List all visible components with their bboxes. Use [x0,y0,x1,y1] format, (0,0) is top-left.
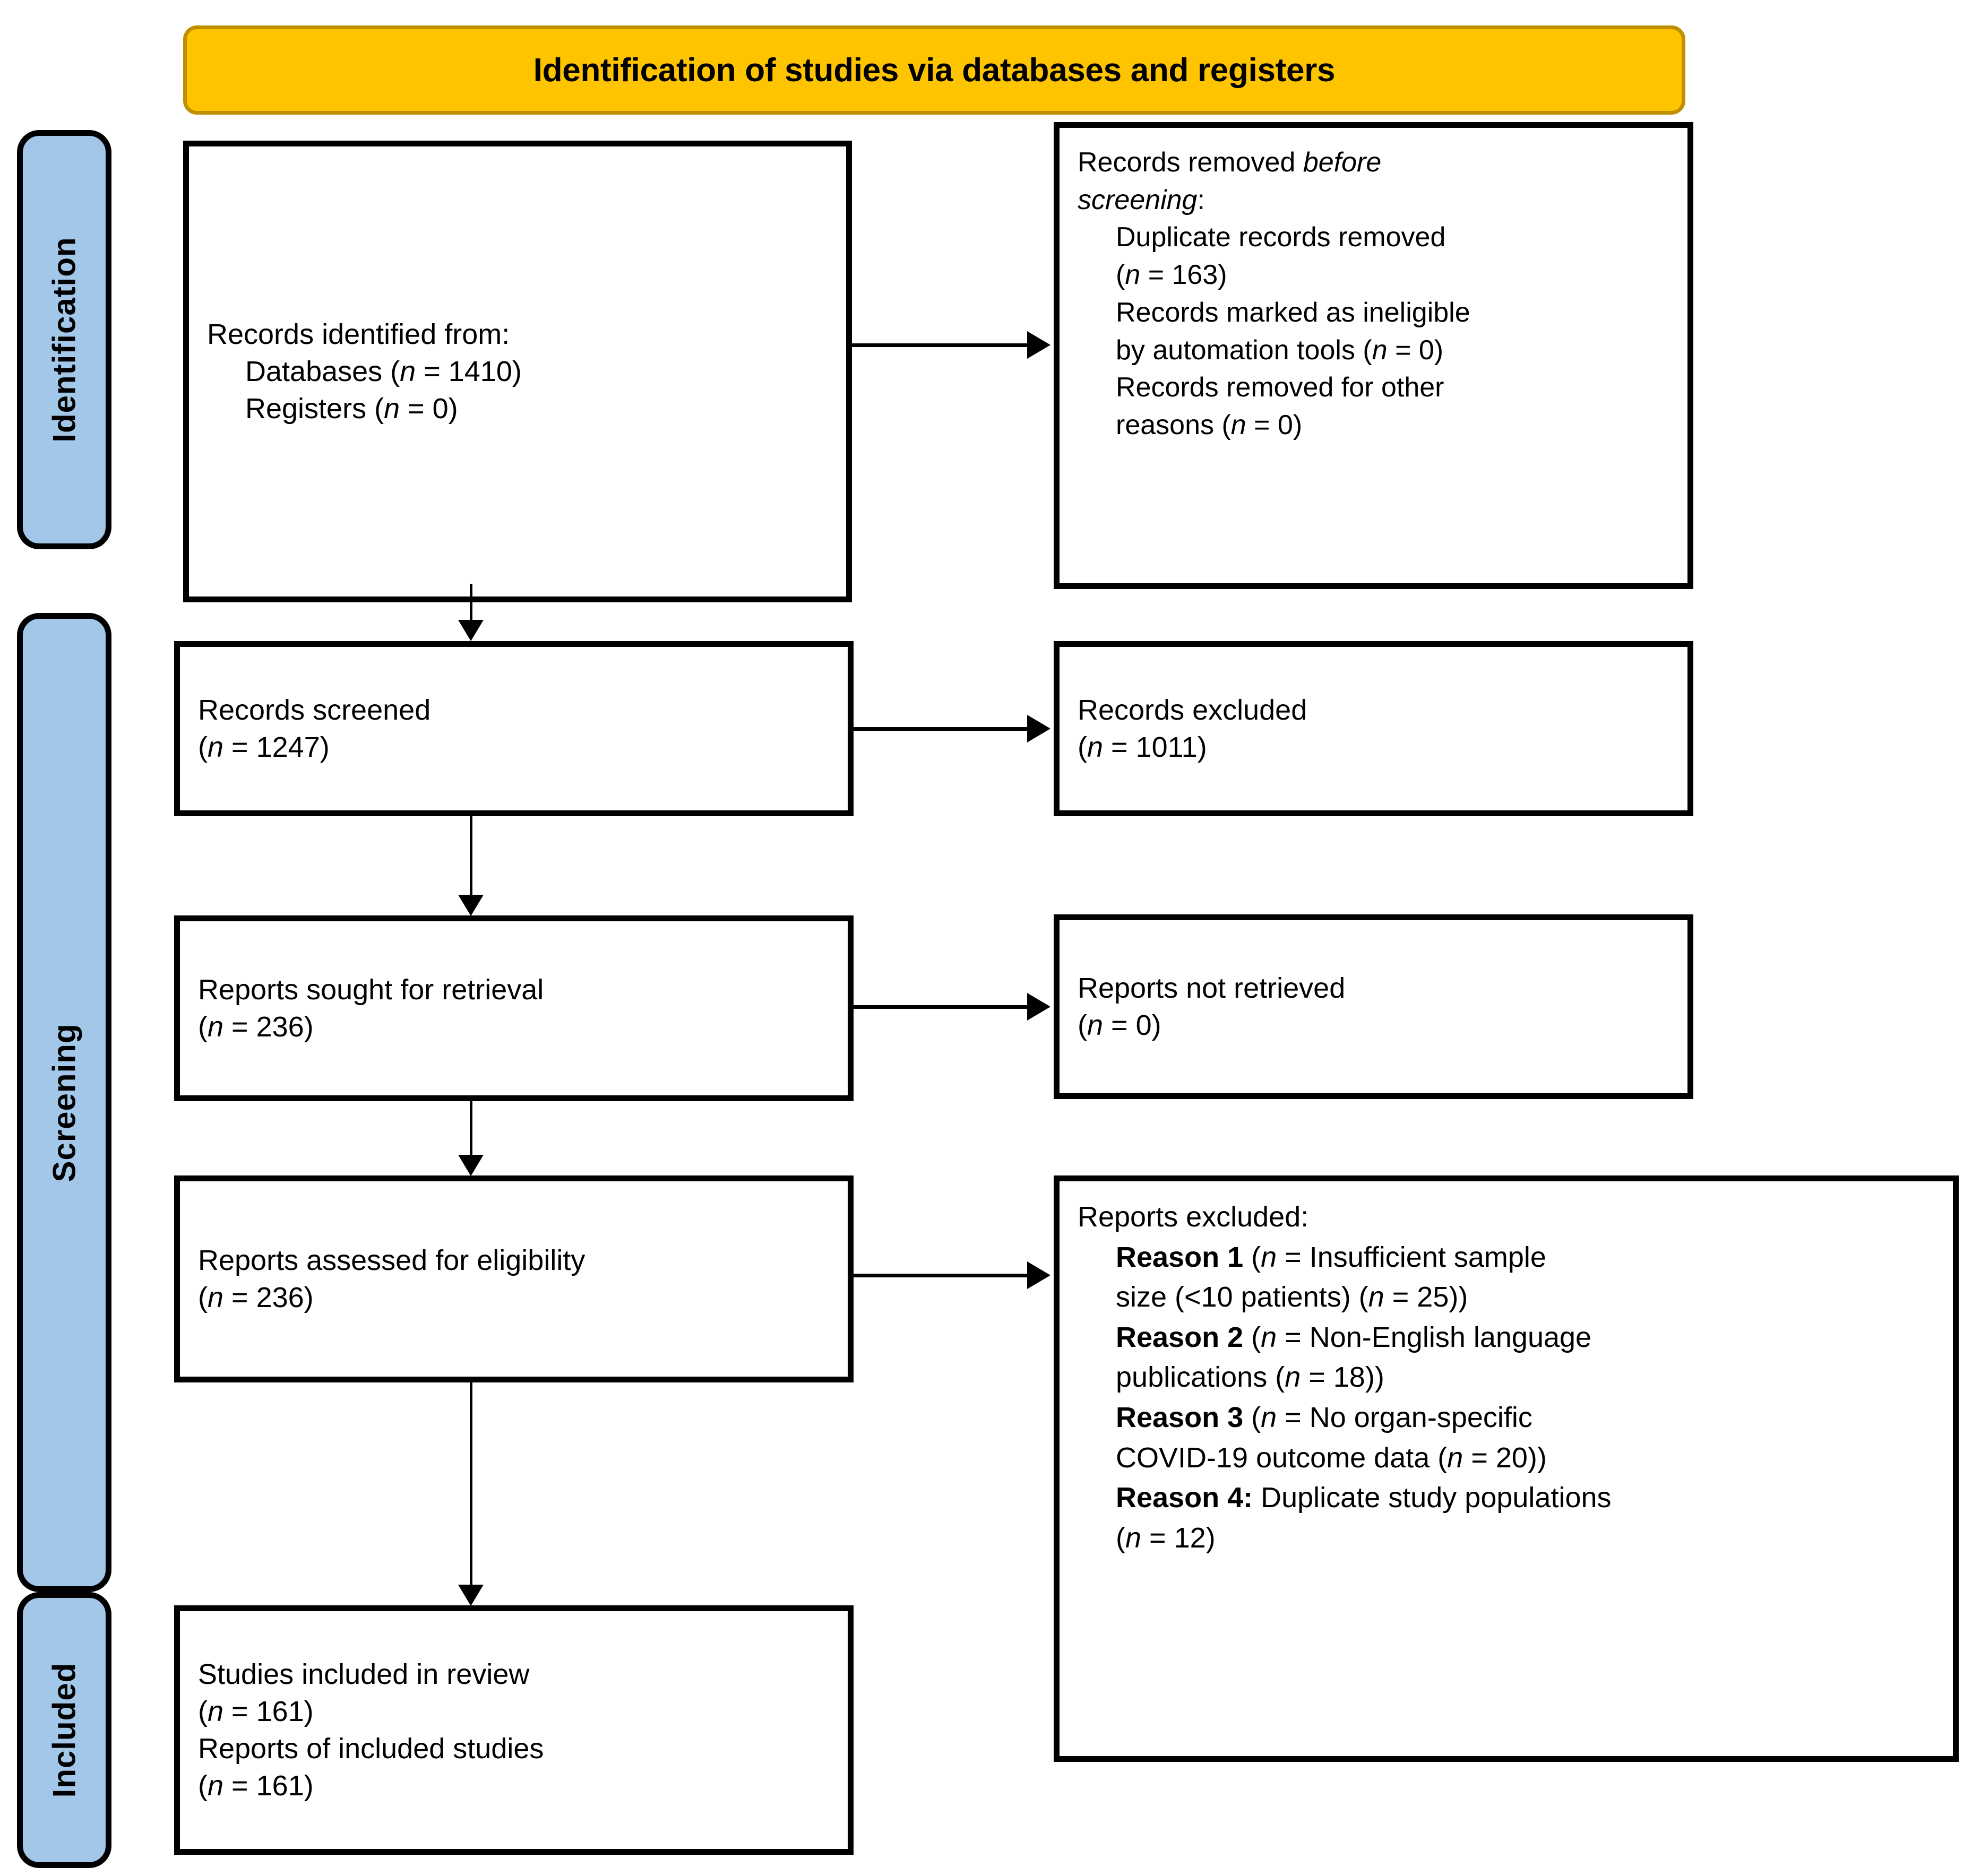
box-reports-assessed-for-eligibility: Reports assessed for eligibility (n = 23… [174,1175,854,1382]
records-removed-line-2: screening: [1078,184,1205,215]
studies-included-line-4: (n = 161) [198,1770,314,1802]
stage-label-identification: Identification [17,130,111,549]
records-excluded-line-2: (n = 1011) [1078,731,1207,763]
reports-excluded-reason-1-line-1: Reason 1 (n = Insufficient sample [1116,1241,1546,1273]
reports-excluded-reason-2-line-1: Reason 2 (n = Non-English language [1116,1321,1592,1353]
arrowhead-screened-to-sought [458,895,484,916]
connector-screened-to-excluded [854,727,1027,731]
box-records-screened: Records screened (n = 1247) [174,641,854,816]
arrowhead-sought-to-assessed [458,1155,484,1176]
records-identified-line-3: Registers (n = 0) [245,393,458,425]
reports-excluded-reason-3-line-1: Reason 3 (n = No organ-specific [1116,1401,1532,1433]
box-reports-sought-for-retrieval: Reports sought for retrieval (n = 236) [174,915,854,1101]
records-removed-line-5: Records marked as ineligible [1116,297,1470,328]
records-removed-line-7: Records removed for other [1116,372,1444,403]
records-identified-line-1: Records identified from: [207,318,510,350]
studies-included-line-3: Reports of included studies [198,1733,544,1765]
stage-label-included: Included [17,1592,111,1868]
arrowhead-identified-to-screened [458,620,484,641]
diagram-header-banner: Identification of studies via databases … [183,25,1685,115]
box-records-excluded: Records excluded (n = 1011) [1054,641,1693,816]
box-records-removed-before-screening: Records removed before screening: Duplic… [1054,122,1693,589]
connector-identified-to-screened [470,584,472,621]
box-reports-not-retrieved: Reports not retrieved (n = 0) [1054,914,1693,1099]
records-excluded-line-1: Records excluded [1078,694,1307,726]
reports-sought-line-1: Reports sought for retrieval [198,973,544,1006]
connector-sought-to-not-retrieved [854,1005,1027,1009]
arrowhead-sought-to-not-retrieved [1027,993,1050,1021]
records-removed-line-4: (n = 163) [1116,260,1227,291]
reports-assessed-line-1: Reports assessed for eligibility [198,1244,585,1276]
records-removed-line-3: Duplicate records removed [1116,222,1446,253]
records-removed-line-1: Records removed before [1078,147,1382,178]
studies-included-line-2: (n = 161) [198,1695,314,1727]
connector-identified-to-removed [852,343,1027,347]
reports-excluded-reason-1-line-2: size (<10 patients) (n = 25)) [1116,1281,1468,1313]
records-identified-line-2: Databases (n = 1410) [245,355,522,387]
reports-excluded-reason-4-line-2: (n = 12) [1116,1521,1216,1554]
studies-included-line-1: Studies included in review [198,1658,530,1690]
reports-assessed-line-2: (n = 236) [198,1282,314,1313]
arrowhead-identified-to-removed [1027,331,1050,359]
reports-excluded-reason-3-line-2: COVID-19 outcome data (n = 20)) [1116,1441,1547,1474]
connector-screened-to-sought [470,812,472,896]
connector-assessed-to-reports-excluded [854,1274,1027,1277]
arrowhead-assessed-to-included [458,1585,484,1606]
records-screened-line-2: (n = 1247) [198,731,330,763]
connector-sought-to-assessed [470,1097,472,1156]
records-removed-line-8: reasons (n = 0) [1116,410,1303,441]
box-reports-excluded: Reports excluded: Reason 1 (n = Insuffic… [1054,1175,1959,1762]
arrowhead-assessed-to-reports-excluded [1027,1261,1050,1289]
arrowhead-screened-to-excluded [1027,715,1050,742]
connector-assessed-to-included [470,1379,472,1587]
records-screened-line-1: Records screened [198,694,431,726]
reports-not-retrieved-line-1: Reports not retrieved [1078,972,1346,1004]
reports-excluded-heading: Reports excluded: [1078,1201,1309,1233]
records-removed-line-6: by automation tools (n = 0) [1116,334,1444,366]
reports-not-retrieved-line-2: (n = 0) [1078,1009,1161,1041]
reports-excluded-reason-4-line-1: Reason 4: Duplicate study populations [1116,1482,1612,1514]
reports-excluded-reason-2-line-2: publications (n = 18)) [1116,1361,1384,1394]
box-records-identified: Records identified from: Databases (n = … [183,141,852,602]
reports-sought-line-2: (n = 236) [198,1011,314,1043]
stage-label-screening: Screening [17,613,111,1592]
stage-label-screening-text: Screening [46,1023,82,1182]
box-studies-included: Studies included in review (n = 161) Rep… [174,1605,854,1855]
stage-label-identification-text: Identification [46,237,82,443]
diagram-title: Identification of studies via databases … [533,51,1336,89]
stage-label-included-text: Included [46,1662,82,1798]
